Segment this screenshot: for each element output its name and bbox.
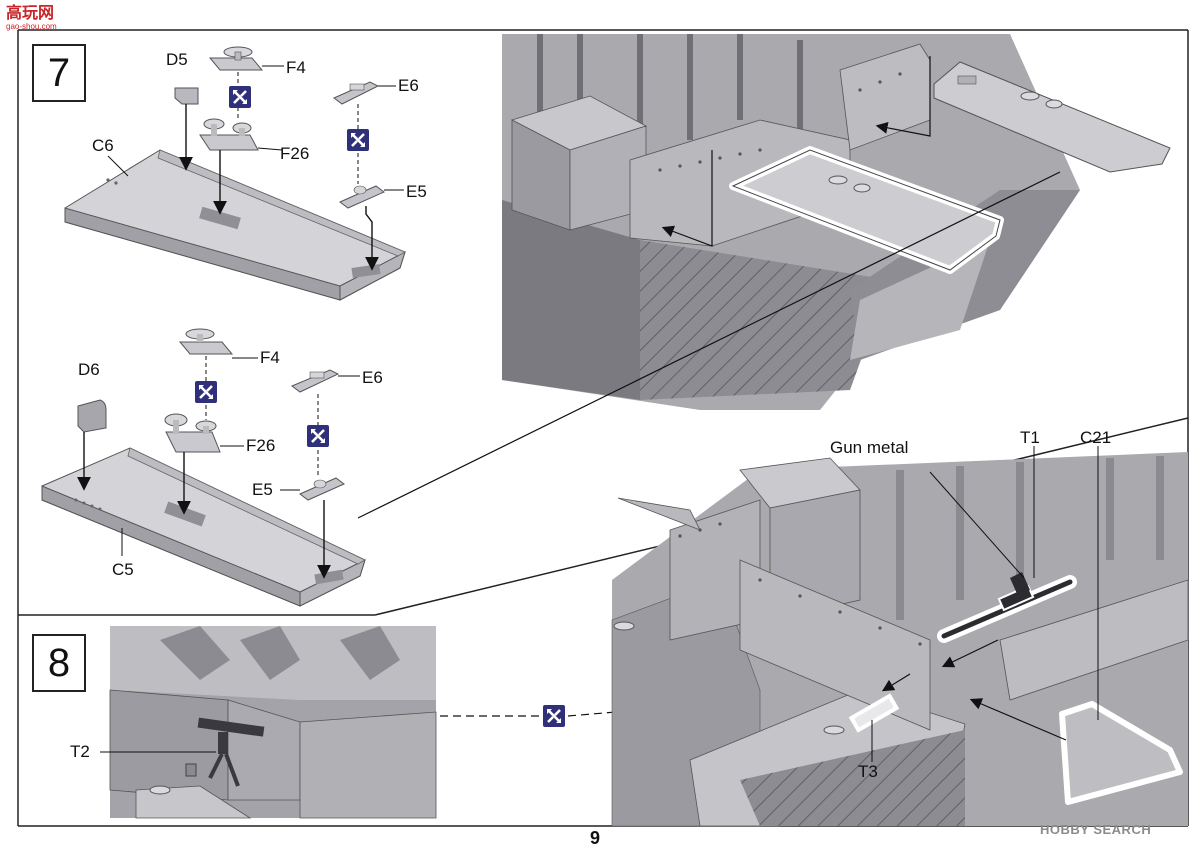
step-8-number: 8 — [32, 634, 86, 692]
label-e6-lower: E6 — [362, 368, 383, 387]
label-c6: C6 — [92, 136, 114, 155]
part-e5-lower — [280, 477, 345, 579]
part-f26-upper — [199, 118, 283, 215]
part-d6 — [77, 399, 107, 491]
label-t1: T1 — [1020, 428, 1040, 447]
render-step8-left — [109, 626, 437, 819]
hull-render-step7 — [502, 34, 1171, 410]
part-d5 — [174, 87, 199, 171]
label-f4-upper: F4 — [286, 58, 306, 77]
watermark-logo: 高玩网 gao-shou.com — [6, 3, 68, 32]
label-f4-lower: F4 — [260, 348, 280, 367]
label-t3: T3 — [858, 762, 878, 781]
label-gun-metal: Gun metal — [830, 438, 909, 457]
label-d5: D5 — [166, 50, 188, 69]
label-f26-lower: F26 — [246, 436, 276, 455]
part-f4-upper — [208, 46, 284, 71]
watermark-hobby-search: HOBBY SEARCH — [1040, 822, 1152, 837]
glue-icon — [305, 423, 331, 449]
label-c21: C21 — [1080, 428, 1112, 447]
page-number: 9 — [590, 828, 601, 848]
label-e5-lower: E5 — [252, 480, 273, 499]
part-c6-assembly — [64, 149, 406, 301]
render-step8-right — [611, 452, 1189, 827]
lewis-gun-t1 — [937, 572, 1077, 643]
watermark-url: gao-shou.com — [6, 22, 57, 31]
part-c5-assembly — [41, 447, 366, 607]
label-d6: D6 — [78, 360, 100, 379]
glue-icon — [227, 84, 253, 110]
label-t2: T2 — [70, 742, 90, 761]
part-e6-lower — [291, 369, 360, 393]
step-7-number: 7 — [32, 44, 86, 102]
vickers-gun-t2 — [197, 717, 265, 787]
watermark-logo-text: 高玩网 — [6, 3, 55, 22]
part-f26-lower — [164, 413, 244, 515]
label-e6-upper: E6 — [398, 76, 419, 95]
glue-icon — [345, 127, 371, 153]
part-f4-lower — [178, 328, 258, 359]
part-e6-upper — [333, 81, 396, 105]
glue-icon — [193, 379, 219, 405]
part-e5-upper — [339, 185, 404, 271]
label-f26-upper: F26 — [280, 144, 310, 163]
label-e5-upper: E5 — [406, 182, 427, 201]
glue-icon — [541, 703, 567, 729]
label-c5: C5 — [112, 560, 134, 579]
